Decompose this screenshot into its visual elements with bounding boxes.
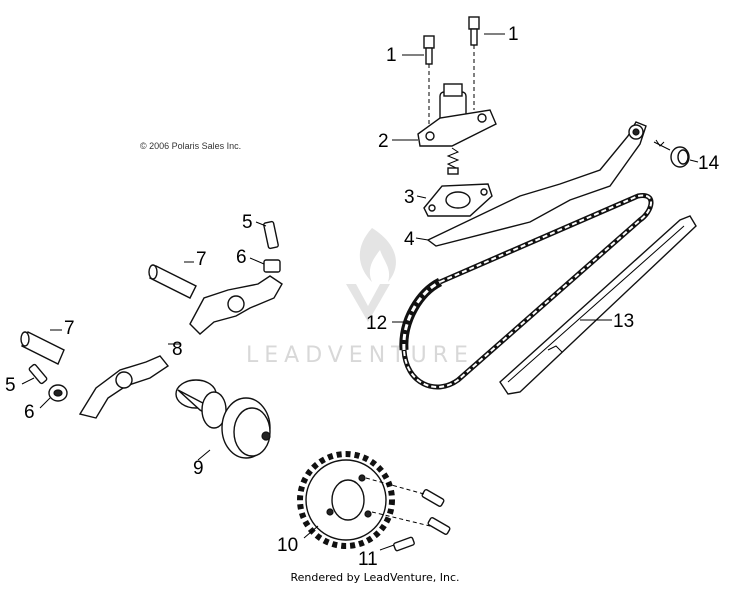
sprocket-icon[interactable] — [297, 451, 395, 549]
camshaft-icon[interactable] — [175, 379, 271, 459]
callout-11: 11 — [358, 549, 378, 570]
copyright-notice: © 2006 Polaris Sales Inc. — [140, 141, 242, 151]
cam-chain-icon[interactable] — [399, 193, 654, 390]
chain-slipper-icon[interactable] — [499, 215, 697, 395]
callout-10: 10 — [277, 535, 298, 556]
bolt-icon[interactable] — [423, 16, 480, 65]
callout-1-right: 1 — [508, 24, 519, 45]
callout-6-top: 6 — [236, 247, 247, 268]
rocker-shaft-icon[interactable] — [20, 264, 197, 365]
callout-12: 12 — [366, 313, 387, 334]
leadventure-watermark: LEADVENTURE — [246, 228, 474, 368]
leadventure-flame-logo — [359, 228, 396, 282]
callout-5-top: 5 — [242, 212, 253, 233]
callout-9: 9 — [193, 458, 204, 479]
rocker-arm-icon[interactable] — [78, 275, 283, 419]
callout-13: 13 — [613, 311, 634, 332]
gasket-icon[interactable] — [423, 183, 493, 217]
callout-8: 8 — [172, 339, 183, 360]
callout-4: 4 — [404, 229, 415, 250]
sprocket-bolt-icon[interactable] — [393, 489, 451, 552]
pivot-bolt-icon[interactable] — [653, 139, 690, 168]
watermark-text: LEADVENTURE — [246, 343, 474, 368]
callout-5-bottom: 5 — [5, 375, 16, 396]
footer-credit: Rendered by LeadVenture, Inc. — [290, 571, 460, 584]
tensioner-icon[interactable] — [417, 83, 497, 175]
chain-guide-icon[interactable] — [426, 121, 647, 247]
nut-icon[interactable] — [48, 259, 281, 402]
adjust-screw-icon[interactable] — [28, 220, 279, 385]
callout-14: 14 — [698, 153, 720, 174]
callout-2: 2 — [378, 131, 389, 152]
callout-1-left: 1 — [386, 45, 397, 66]
callout-7-bottom: 7 — [64, 318, 75, 339]
leadventure-v-logo — [346, 284, 390, 322]
callout-3: 3 — [404, 187, 415, 208]
callout-6-bottom: 6 — [24, 402, 35, 423]
callout-7-top: 7 — [196, 249, 207, 270]
